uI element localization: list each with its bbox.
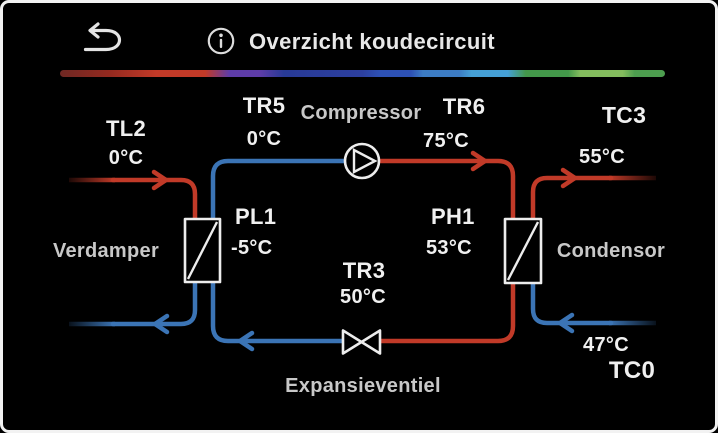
condenser-inlet-pipe	[530, 280, 614, 326]
hot-flow-arrow	[470, 150, 488, 172]
sensor-tl2-label: TL2	[105, 116, 146, 141]
cold-flow-arrow	[237, 330, 255, 352]
expansion-valve-symbol	[341, 329, 382, 355]
label-compressor: Compressor	[300, 102, 422, 124]
sensor-ph1-value: 53°C	[426, 237, 472, 259]
sensor-tr5-value: 0°C	[246, 128, 282, 150]
info-button[interactable]	[206, 26, 236, 56]
sensor-tl2-value: 0°C	[108, 147, 144, 169]
condenser-symbol	[503, 217, 543, 285]
evaporator-inlet-pipe	[110, 177, 198, 223]
info-icon	[207, 27, 235, 55]
evaporator-symbol	[183, 217, 222, 284]
sensor-tc3-label: TC3	[601, 102, 647, 128]
sensor-pl1-value: -5°C	[231, 237, 273, 259]
condenser-outlet-pipe	[530, 175, 614, 223]
label-evaporator: Verdamper	[52, 240, 160, 262]
sensor-tr6-value: 75°C	[423, 130, 469, 152]
back-arrow-icon	[83, 22, 122, 52]
sensor-ph1-label: PH1	[431, 204, 475, 229]
sensor-tr3-value: 50°C	[340, 286, 386, 308]
condenser-outlet-arrow	[560, 167, 578, 189]
sensor-tc0-value: 47°C	[583, 334, 629, 356]
sensor-tc3-value: 55°C	[579, 146, 625, 168]
compressor-symbol	[343, 142, 381, 180]
sensor-pl1-label: PL1	[235, 204, 277, 229]
sensor-tr5-label: TR5	[242, 93, 286, 118]
sensor-tr3-label: TR3	[342, 258, 386, 283]
spectrum-bar	[60, 70, 665, 77]
label-condenser: Condensor	[556, 240, 666, 262]
condenser-inlet-arrow	[557, 312, 575, 334]
evaporator-outlet-pipe	[110, 278, 198, 327]
page-title: Overzicht koudecircuit	[249, 29, 495, 54]
sensor-tr6-label: TR6	[442, 94, 486, 119]
evaporator-outlet-arrow	[152, 313, 170, 335]
back-button[interactable]	[77, 20, 125, 60]
label-expansion-valve: Expansieventiel	[285, 375, 441, 397]
evaporator-inlet-arrow	[151, 169, 169, 191]
sensor-tc0-label: TC0	[608, 357, 656, 384]
circuit-diagram	[69, 142, 656, 355]
